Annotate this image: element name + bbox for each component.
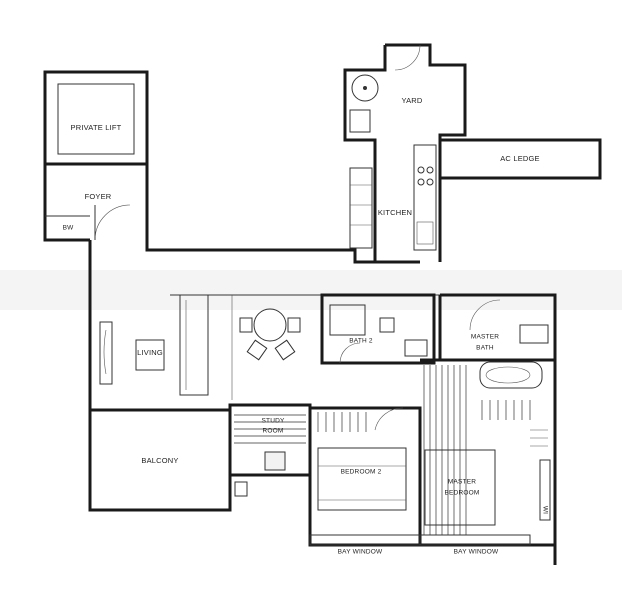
living-label: LIVING (137, 348, 163, 357)
study-label-2: ROOM (262, 428, 283, 435)
private-lift: PRIVATE LIFT (43, 70, 149, 166)
bay-window-2-label: BAY WINDOW (454, 549, 499, 556)
bw-label: BW (63, 225, 75, 232)
wic-label: WI (541, 506, 548, 514)
scan-band (0, 270, 622, 310)
master-bedroom: MASTER BEDROOM BAY WINDOW WI (419, 358, 557, 556)
study-label-1: STUDY (261, 418, 284, 425)
master-bath-label-2: BATH (476, 345, 494, 352)
ac-ledge-label: AC LEDGE (500, 154, 540, 163)
master-bath-label-1: MASTER (471, 334, 499, 341)
balcony: BALCONY (88, 408, 248, 512)
bedroom-2: BEDROOM 2 BAY WINDOW (308, 406, 422, 556)
yard-label: YARD (401, 96, 422, 105)
kitchen: KITCHEN (349, 140, 442, 262)
ac-ledge: AC LEDGE (440, 138, 602, 180)
yard: YARD (343, 43, 467, 160)
master-bedroom-label-2: BEDROOM (445, 490, 480, 497)
bath-2: BATH 2 (320, 293, 436, 365)
bay-window-1-label: BAY WINDOW (338, 549, 383, 556)
bath2-label: BATH 2 (349, 338, 373, 345)
master-bedroom-label-1: MASTER (448, 479, 476, 486)
balcony-label: BALCONY (141, 456, 178, 465)
master-bath: MASTER BATH (438, 293, 557, 400)
private-lift-label: PRIVATE LIFT (71, 123, 122, 132)
kitchen-label: KITCHEN (378, 208, 412, 217)
foyer: FOYER BW (43, 164, 420, 264)
study-room: STUDY ROOM (228, 403, 312, 477)
foyer-label: FOYER (85, 192, 112, 201)
bedroom2-label: BEDROOM 2 (341, 469, 382, 476)
